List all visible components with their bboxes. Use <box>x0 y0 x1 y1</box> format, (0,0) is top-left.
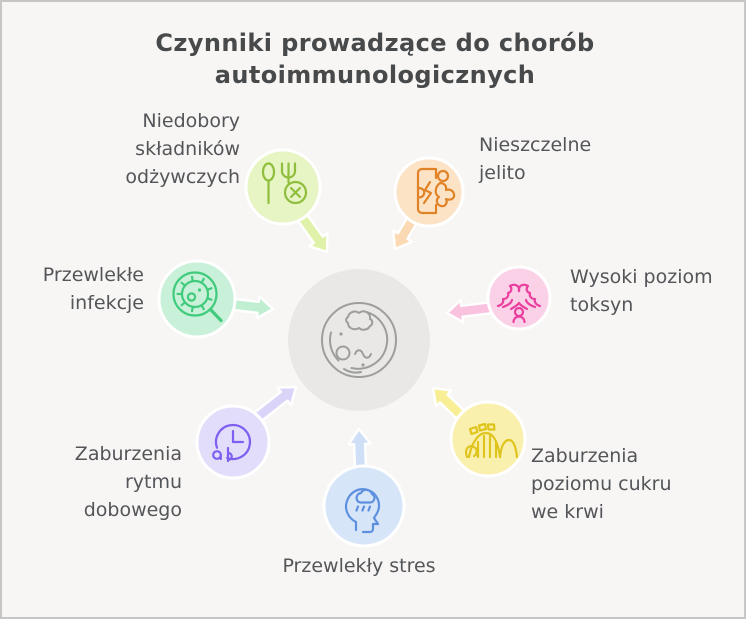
label-blood-sugar: Zaburzenia poziomu cukru we krwi <box>531 445 672 523</box>
intestinal-wall-leak-icon <box>416 167 456 215</box>
label-chronic-stress: Przewlekły stres <box>282 555 436 577</box>
nutrient-circle <box>244 148 322 226</box>
factor-chronic-stress <box>322 464 406 548</box>
factor-circadian-rhythm <box>195 404 271 480</box>
factor-nutrient-deficiencies <box>244 148 322 226</box>
label-circadian-rhythm: Zaburzenia rytmu dobowego <box>74 443 182 521</box>
toxins-circle <box>486 265 552 331</box>
clock-day-night-icon <box>212 423 252 463</box>
petri-dish-cell-icon <box>321 302 397 378</box>
label-leaky-gut: Nieszczelne jelito <box>479 134 592 184</box>
center-hub <box>288 269 430 411</box>
label-nutrient-deficiencies: Niedobory składników odżywczych <box>125 110 240 188</box>
head-rain-cloud-icon <box>344 488 381 534</box>
rollercoaster-icon <box>465 422 519 459</box>
page-title: Czynniki prowadzące do chorób autoimmuno… <box>155 29 595 89</box>
factor-leaky-gut <box>393 156 465 228</box>
label-high-toxins: Wysoki poziom toksyn <box>570 266 713 316</box>
toxic-fumes-person-icon <box>496 283 542 324</box>
spoon-fork-x-icon <box>261 162 308 205</box>
factor-high-toxins <box>486 265 552 331</box>
blood-sugar-circle <box>449 400 527 478</box>
label-chronic-infections: Przewlekłe infekcje <box>42 264 144 314</box>
microbe-magnifier-icon <box>172 271 223 323</box>
factor-blood-sugar <box>449 400 527 478</box>
factor-chronic-infections <box>157 259 237 339</box>
center-circle <box>288 269 430 411</box>
